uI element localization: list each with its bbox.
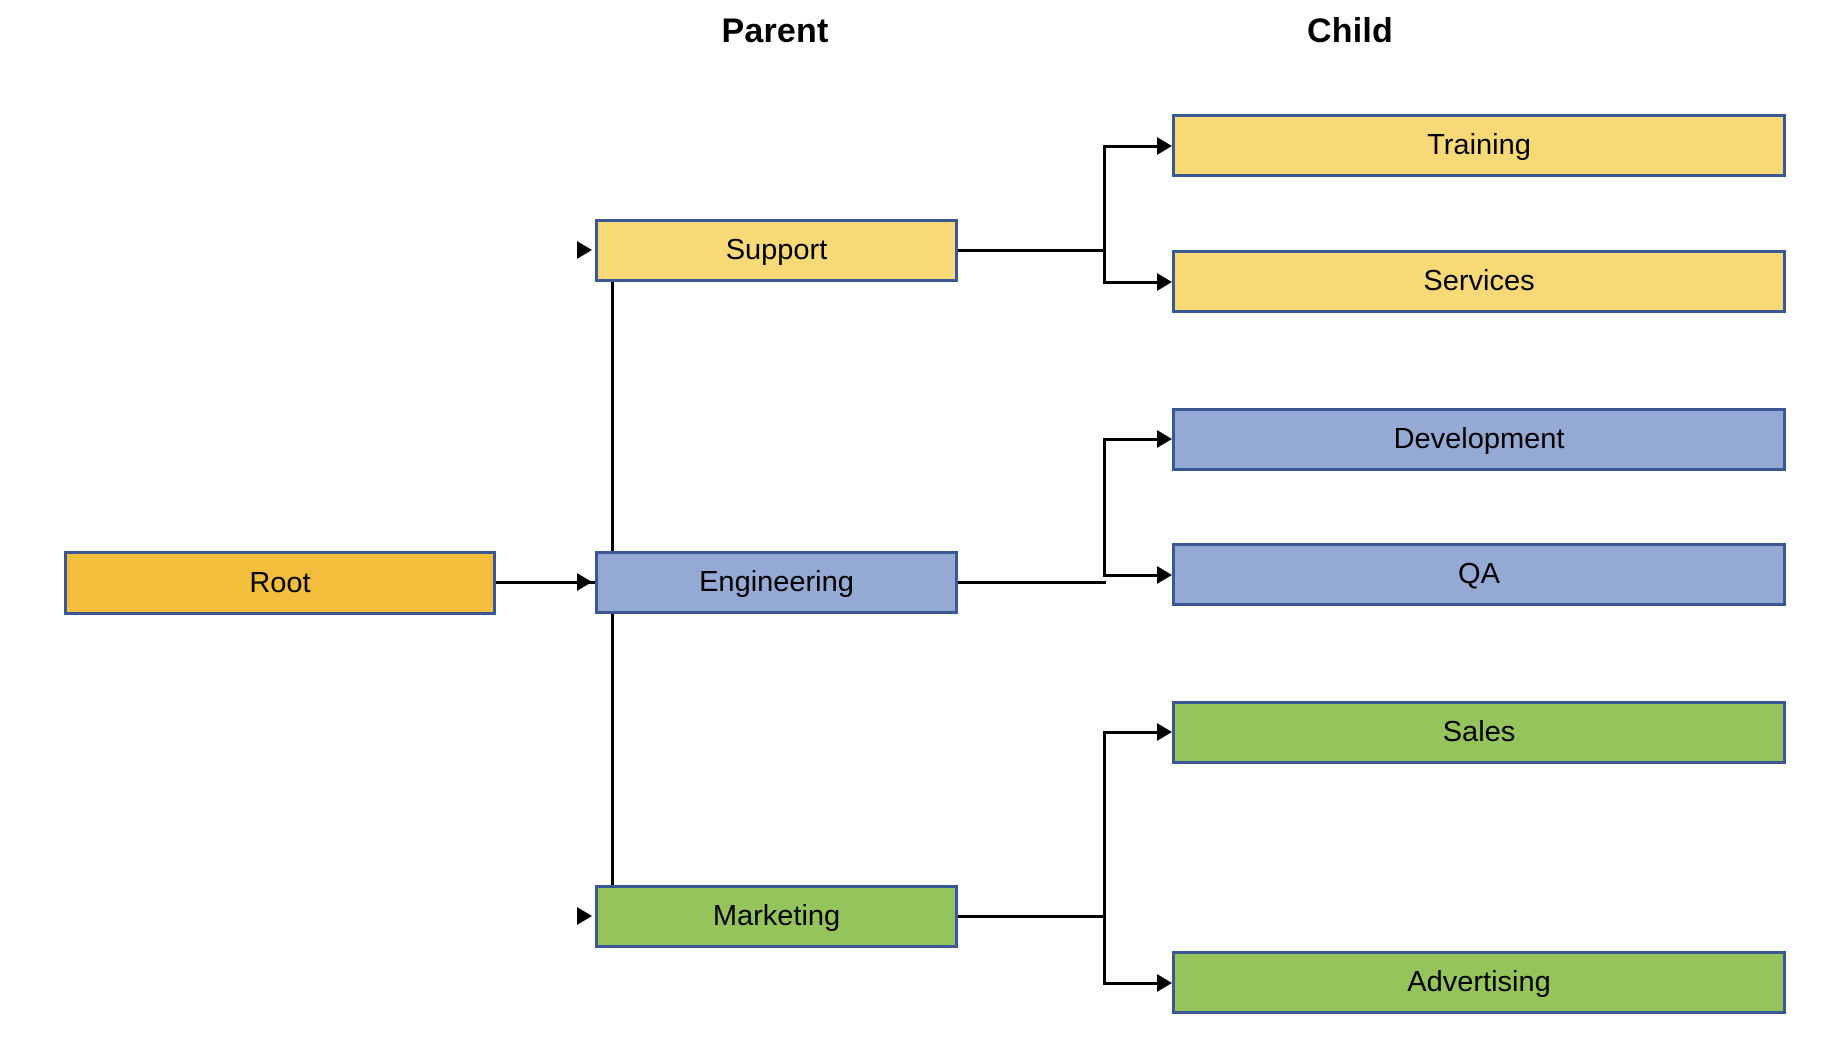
node-sales[interactable]: Sales [1172,701,1786,764]
edge-support-to-spine [958,249,1106,252]
edge-engineering-to-spine [958,581,1106,584]
arrow-icon-services [1157,273,1172,291]
edge-spine-to-sales [1103,731,1161,734]
arrow-icon-advertising [1157,974,1172,992]
edge-marketing-child-spine [1103,732,1106,985]
arrow-icon-support [577,241,592,259]
node-training[interactable]: Training [1172,114,1786,177]
edge-root-to-spine [496,581,614,584]
column-header-child: Child [1307,12,1393,50]
edge-spine-to-services [1103,281,1161,284]
column-header-parent: Parent [721,12,829,50]
arrow-icon-development [1157,430,1172,448]
arrow-icon-marketing [577,907,592,925]
node-qa[interactable]: QA [1172,543,1786,606]
arrow-icon-qa [1157,566,1172,584]
node-marketing[interactable]: Marketing [595,885,958,948]
node-development[interactable]: Development [1172,408,1786,471]
arrow-icon-sales [1157,723,1172,741]
arrow-icon-engineering [577,573,592,591]
edge-support-child-spine [1103,146,1106,284]
arrow-icon-training [1157,137,1172,155]
edge-engineering-child-spine [1103,439,1106,577]
edge-marketing-to-spine [958,915,1106,918]
edge-spine-to-training [1103,145,1161,148]
node-support[interactable]: Support [595,219,958,282]
edge-spine-to-development [1103,438,1161,441]
edge-spine-to-advertising [1103,982,1161,985]
node-root[interactable]: Root [64,551,496,615]
edge-spine-to-qa [1103,574,1161,577]
node-advertising[interactable]: Advertising [1172,951,1786,1014]
node-services[interactable]: Services [1172,250,1786,313]
node-engineering[interactable]: Engineering [595,551,958,614]
